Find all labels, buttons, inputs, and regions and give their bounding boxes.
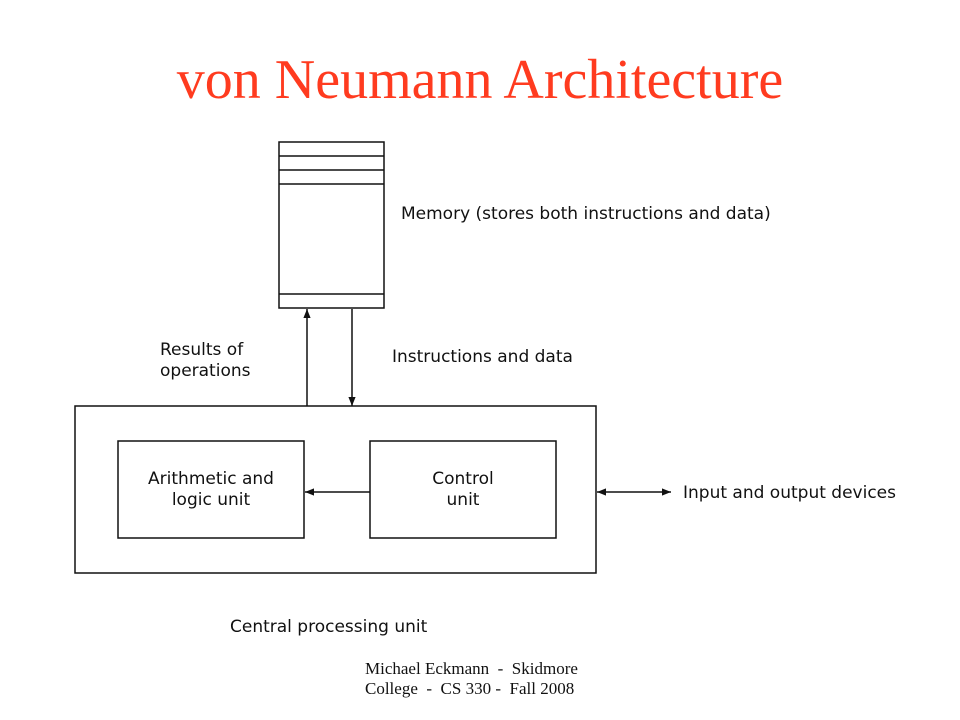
- memory-label: Memory (stores both instructions and dat…: [401, 204, 771, 224]
- results-label-line-2: operations: [160, 361, 251, 382]
- slide-title: von Neumann Architecture: [176, 49, 784, 111]
- instructions-label: Instructions and data: [392, 347, 573, 367]
- control-unit-box: [369, 440, 557, 539]
- footer-line-2: College - CS 330 - Fall 2008: [365, 679, 575, 699]
- cpu-label: Central processing unit: [230, 617, 428, 637]
- alu-box: [117, 440, 305, 539]
- control-unit-label-line-2: unit: [446, 490, 480, 511]
- cpu-box: [74, 405, 597, 574]
- footer: Michael Eckmann - Skidmore College - CS …: [365, 659, 578, 700]
- alu-label-line-1: Arithmetic and: [148, 469, 274, 489]
- control-unit-label-line-1: Control: [432, 469, 494, 489]
- alu-label: Arithmetic and logic unit: [118, 469, 304, 512]
- control-unit-label: Control unit: [370, 469, 556, 512]
- io-label: Input and output devices: [683, 483, 896, 503]
- footer-line-1: Michael Eckmann - Skidmore: [365, 659, 578, 678]
- memory-block: [278, 141, 385, 309]
- alu-label-line-2: logic unit: [171, 490, 251, 511]
- results-label-line-1: Results of: [160, 340, 244, 360]
- results-label: Results of operations: [160, 340, 250, 383]
